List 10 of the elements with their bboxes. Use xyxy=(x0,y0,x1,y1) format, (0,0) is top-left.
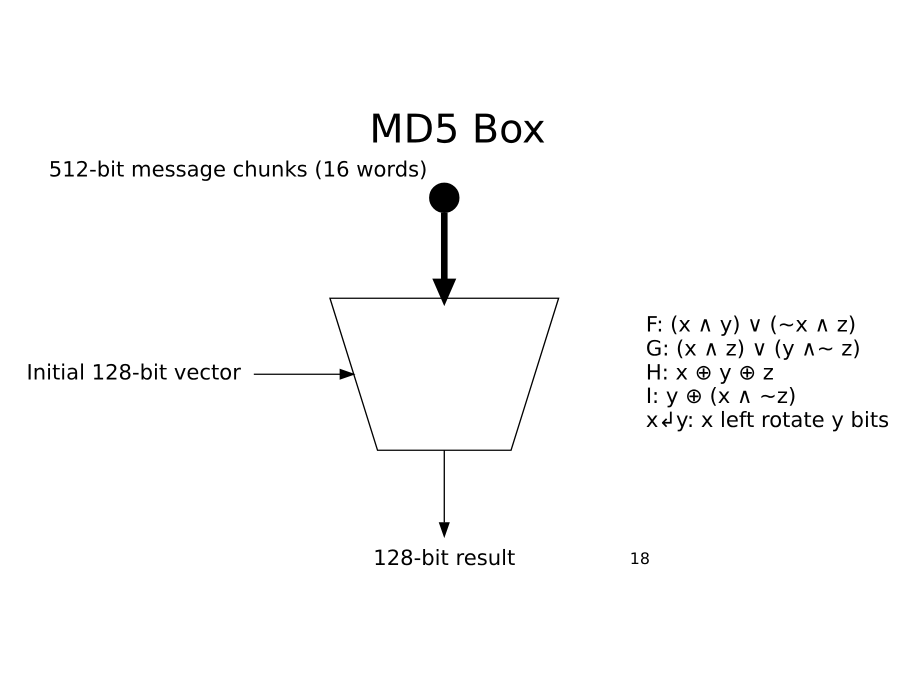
label: G: (x ∧ z) ∨ (y ∧~ z) xyxy=(646,334,861,360)
node-text: 128-bit result xyxy=(373,544,516,570)
node-label: 512-bit message chunks (16 words) xyxy=(48,156,428,181)
label: F: (x ∧ y) ∨ (~x ∧ z) xyxy=(646,311,856,336)
label: 18 xyxy=(630,548,650,568)
diagram-title: MD5 Box xyxy=(369,106,546,152)
node-text: Initial 128-bit vector xyxy=(26,358,241,384)
label: H: x ⊕ y ⊕ z xyxy=(646,358,774,384)
label: I: y ⊕ (x ∧ ~z) xyxy=(646,382,796,408)
label: x↲y: x left rotate y bits xyxy=(646,406,890,432)
